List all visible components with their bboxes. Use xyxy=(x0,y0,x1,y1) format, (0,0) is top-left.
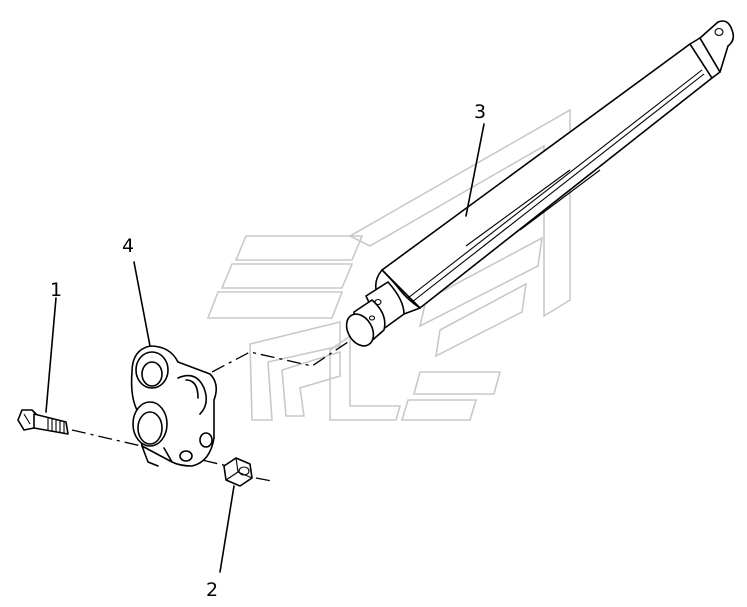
callout-3-label: 3 xyxy=(474,101,486,123)
part-1-bolt xyxy=(17,409,69,435)
callout-2-label: 2 xyxy=(206,579,218,601)
callout-1-label: 1 xyxy=(50,279,62,301)
part-2-nut xyxy=(223,457,253,487)
callout-4-label: 4 xyxy=(122,235,134,257)
callout-leaders xyxy=(45,123,485,573)
part-4-clamp xyxy=(130,345,218,467)
part-3-tube xyxy=(345,20,735,347)
